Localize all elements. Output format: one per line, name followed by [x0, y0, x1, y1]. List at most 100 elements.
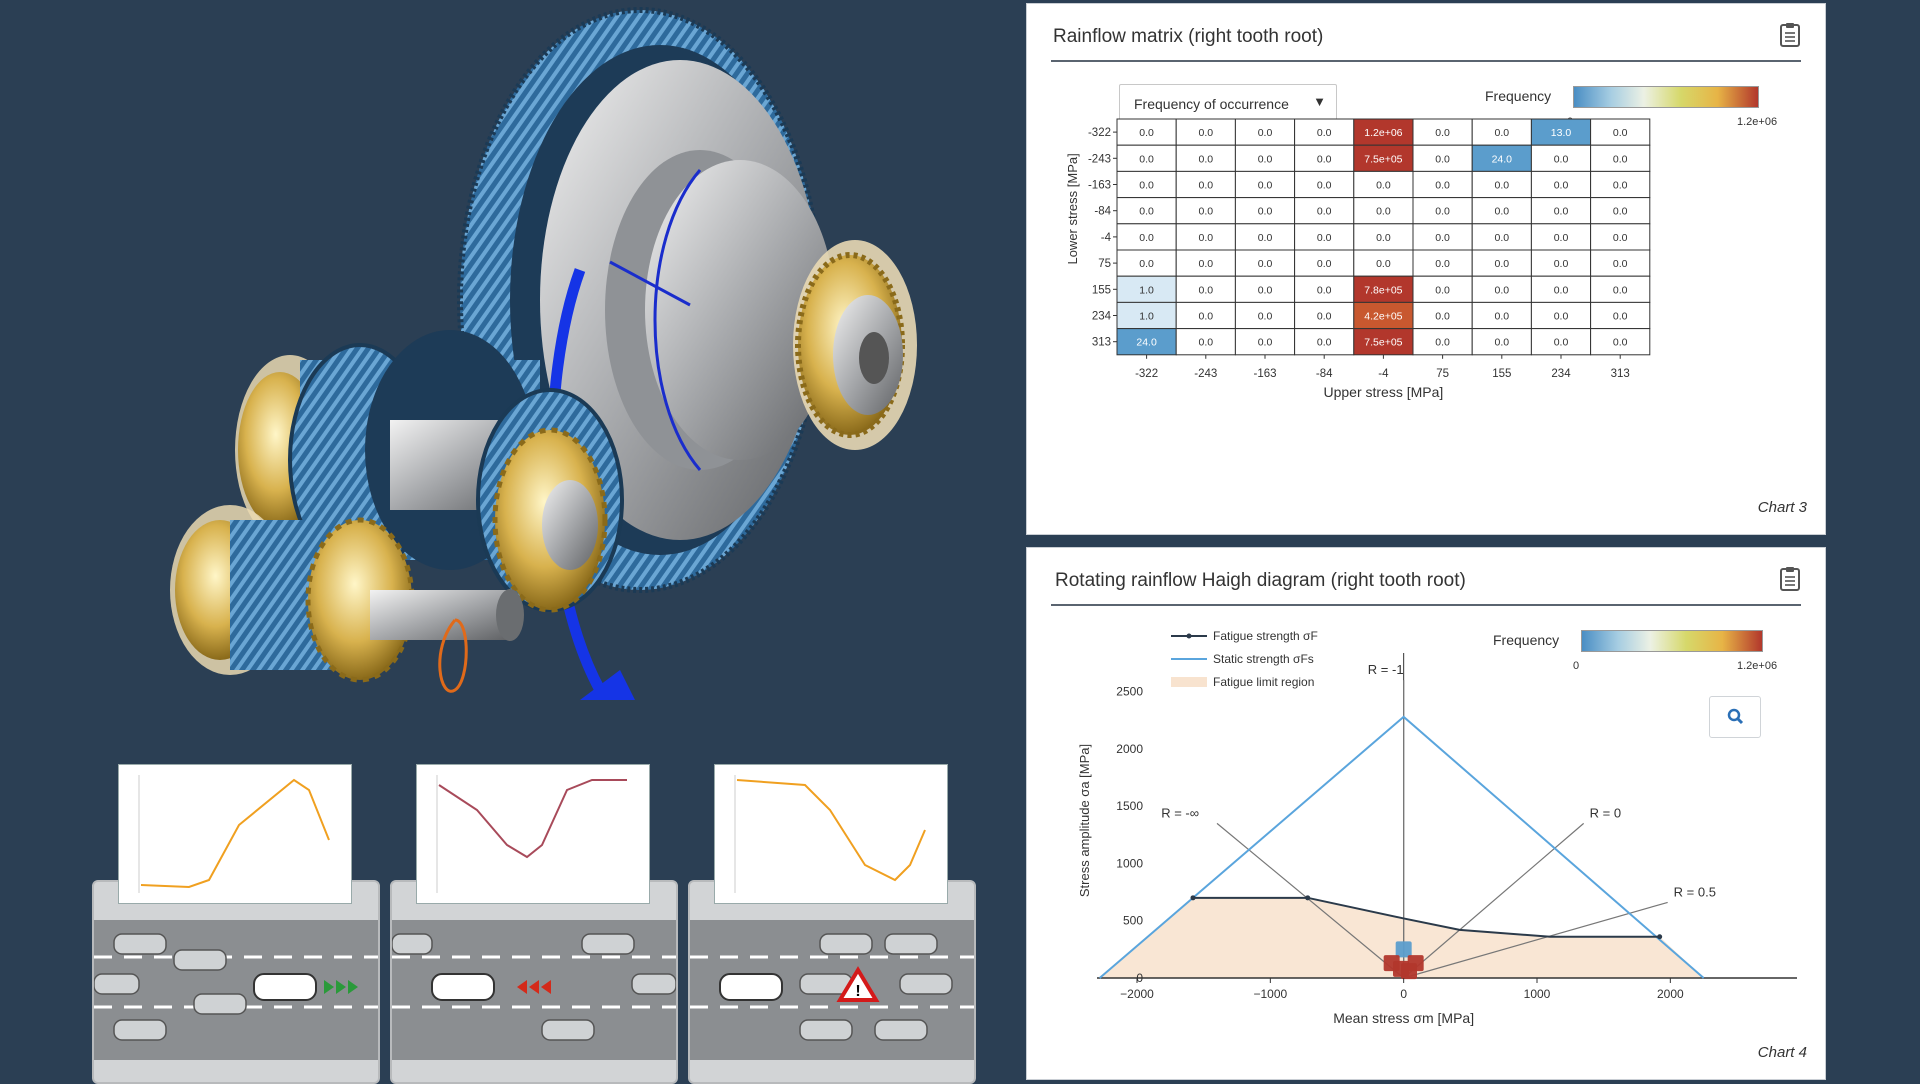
clipboard-icon[interactable]	[1779, 22, 1801, 48]
y-tick-label: 2500	[1116, 685, 1143, 699]
x-tick-label: 313	[1611, 368, 1630, 380]
y-tick-label: -163	[1088, 180, 1111, 192]
x-tick-label: 1000	[1524, 987, 1551, 1001]
heatmap-cell	[1412, 197, 1473, 225]
ratio-line-label: R = 0	[1590, 805, 1621, 820]
zoom-button[interactable]	[1709, 696, 1761, 738]
x-tick-label: −1000	[1253, 987, 1287, 1001]
x-tick-label: 0	[1400, 987, 1407, 1001]
colorbar	[1581, 630, 1763, 652]
heatmap-cell-label: 0.0	[1613, 206, 1628, 218]
chevron-down-icon: ▼	[1313, 94, 1326, 109]
heatmap-cell	[1412, 328, 1473, 356]
ratio-line-label: R = -1	[1368, 662, 1404, 677]
x-tick-label: 234	[1551, 368, 1571, 380]
scenario-hazard: !	[688, 880, 976, 1084]
heatmap-cell	[1234, 223, 1296, 251]
heatmap-cell	[1471, 118, 1532, 146]
heatmap-cell	[1530, 144, 1592, 172]
heatmap-cell-label: 24.0	[1136, 337, 1157, 349]
chart-label: Chart 4	[1757, 1044, 1807, 1061]
heatmap-cell	[1234, 144, 1296, 172]
heatmap-cell-label: 0.0	[1613, 311, 1628, 323]
heatmap-cell	[1590, 144, 1651, 172]
colorbar-max: 1.2e+06	[1737, 660, 1778, 672]
fatigue-strength-point	[1190, 895, 1196, 901]
middle-gear-assembly	[235, 330, 624, 613]
heatmap-cell-label: 0.0	[1494, 311, 1509, 323]
clipboard-icon[interactable]	[1779, 566, 1801, 592]
heatmap-cell-label: 0.0	[1435, 258, 1450, 270]
gearbox-3d-illustration	[170, 7, 917, 700]
static-strength-line	[1099, 715, 1705, 979]
y-axis-label: Stress amplitude σa [MPa]	[1077, 744, 1092, 897]
y-tick-label: 500	[1123, 914, 1143, 928]
scenario-accelerate-road-scene	[94, 933, 378, 1041]
heatmap-cell-label: 0.0	[1613, 153, 1628, 165]
heatmap-cell-label: 0.0	[1317, 311, 1332, 323]
chart-label: Chart 3	[1757, 499, 1807, 516]
heatmap-cell-label: 0.0	[1198, 311, 1213, 323]
fatigue-strength-point	[1305, 895, 1311, 901]
heatmap-cell-label: 0.0	[1613, 284, 1628, 296]
scenario-accelerate-speed-plot	[138, 775, 330, 893]
heatmap-cell	[1353, 197, 1414, 225]
x-tick-label: 155	[1492, 368, 1511, 380]
x-tick-label: 2000	[1657, 987, 1684, 1001]
right-bearing	[793, 240, 917, 450]
heatmap-cell-label: 0.0	[1435, 127, 1450, 139]
colorbar-label: Frequency	[1493, 632, 1560, 648]
fatigue-limit-region	[1099, 897, 1704, 978]
heatmap-cell-label: 0.0	[1613, 337, 1628, 349]
y-tick-label: -243	[1088, 153, 1111, 165]
legend-fatigue-marker	[1186, 633, 1192, 639]
x-tick-label: −2000	[1120, 987, 1154, 1001]
scenario-brake-speed-chart	[416, 764, 650, 904]
heatmap-cell-label: 7.5e+05	[1364, 337, 1402, 349]
colorbar-max: 1.2e+06	[1737, 116, 1778, 128]
heatmap-cell-label: 0.0	[1494, 206, 1509, 218]
x-tick-label: -4	[1378, 368, 1389, 380]
x-axis-label: Upper stress [MPa]	[1323, 384, 1443, 400]
y-tick-label: 2000	[1116, 742, 1143, 756]
heatmap-cell	[1294, 144, 1355, 172]
heatmap-cell-label: 0.0	[1554, 232, 1569, 244]
scenario-hazard-road-scene: !	[690, 933, 974, 1041]
haigh-diagram-panel: Rotating rainflow Haigh diagram (right t…	[1026, 547, 1826, 1080]
heatmap-cell-label: 0.0	[1435, 206, 1450, 218]
heatmap-cell-label: 0.0	[1554, 258, 1569, 270]
heatmap-cell-label: 0.0	[1494, 258, 1509, 270]
x-tick-label: -322	[1135, 368, 1158, 380]
title-divider	[1051, 60, 1801, 62]
heatmap-cell-label: 0.0	[1198, 206, 1213, 218]
heatmap-cell-label: 0.0	[1317, 153, 1332, 165]
heatmap-cell-label: 1.0	[1139, 284, 1154, 296]
svg-text:!: !	[855, 983, 860, 1000]
ratio-line-label: R = -∞	[1161, 805, 1199, 820]
heatmap-cell-label: 0.0	[1139, 232, 1154, 244]
heatmap-cell	[1412, 275, 1473, 303]
heatmap-cell-label: 0.0	[1376, 232, 1391, 244]
x-tick-label: 75	[1436, 368, 1449, 380]
x-axis-label: Mean stress σm [MPa]	[1333, 1010, 1474, 1026]
fatigue-strength-point	[1657, 934, 1663, 940]
heatmap-cell-label: 0.0	[1494, 284, 1509, 296]
x-tick-label: -163	[1253, 368, 1276, 380]
heatmap-cell-label: 0.0	[1435, 284, 1450, 296]
heatmap-cell-label: 0.0	[1494, 232, 1509, 244]
heatmap-cell-label: 0.0	[1554, 284, 1569, 296]
heatmap-cell	[1234, 275, 1296, 303]
heatmap-cell	[1294, 118, 1355, 146]
heatmap-cell-label: 0.0	[1317, 232, 1332, 244]
colorbar-label: Frequency	[1485, 88, 1552, 104]
heatmap-cell	[1234, 328, 1296, 356]
heatmap-cell-label: 0.0	[1554, 311, 1569, 323]
heatmap-cell-label: 0.0	[1139, 180, 1154, 192]
heatmap-cell-label: 0.0	[1258, 284, 1273, 296]
heatmap-cell	[1530, 197, 1592, 225]
heatmap-cell-label: 0.0	[1554, 180, 1569, 192]
heatmap-cell-label: 13.0	[1551, 127, 1572, 139]
heatmap-cell	[1116, 249, 1177, 277]
heatmap-cell-label: 1.0	[1139, 311, 1154, 323]
